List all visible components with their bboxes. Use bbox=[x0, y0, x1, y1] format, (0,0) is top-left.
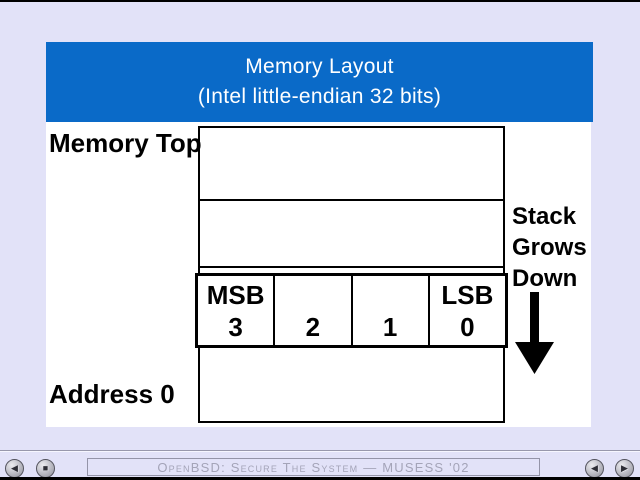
window-top-edge bbox=[0, 0, 640, 2]
byte-cell-tag: LSB bbox=[441, 279, 494, 310]
skip-back-icon: ◀ bbox=[11, 463, 18, 473]
byte-cell-0: LSB 0 bbox=[427, 276, 505, 345]
prev-slide-icon: ◀ bbox=[591, 463, 598, 473]
stop-button[interactable]: ■ bbox=[36, 459, 55, 478]
byte-cell-number: 0 bbox=[460, 311, 475, 342]
byte-cell-number: 2 bbox=[305, 311, 321, 342]
stack-grows-down-label: Stack Grows Down bbox=[512, 203, 587, 292]
byte-cell-number: 1 bbox=[382, 311, 398, 342]
byte-cell-tag: MSB bbox=[206, 279, 265, 310]
slide-subtitle: (Intel little-endian 32 bits) bbox=[197, 85, 442, 108]
memory-row-divider-1 bbox=[198, 199, 505, 201]
byte-order-row: MSB 3 2 1 LSB 0 bbox=[195, 273, 508, 348]
footer-separator-highlight bbox=[0, 451, 640, 452]
down-arrow-icon bbox=[515, 292, 554, 374]
byte-cell-3: MSB 3 bbox=[198, 276, 273, 345]
byte-cell-1: 1 bbox=[350, 276, 428, 345]
address-zero-label: Address 0 bbox=[49, 379, 175, 409]
status-bar: OpenBSD: Secure The System — MUSESS '02 bbox=[87, 458, 540, 476]
memory-top-label: Memory Top bbox=[49, 128, 202, 158]
byte-cell-number: 3 bbox=[228, 311, 243, 342]
window-bottom-edge bbox=[0, 477, 640, 480]
footer-separator bbox=[0, 450, 640, 451]
stop-icon: ■ bbox=[42, 463, 49, 473]
prev-slide-button[interactable]: ◀ bbox=[585, 459, 604, 478]
slide-title-bar: Memory Layout (Intel little-endian 32 bi… bbox=[46, 42, 593, 122]
status-text: OpenBSD: Secure The System — MUSESS '02 bbox=[157, 459, 470, 475]
slide-title: Memory Layout bbox=[245, 55, 394, 78]
next-slide-button[interactable]: ▶ bbox=[615, 459, 634, 478]
byte-cell-2: 2 bbox=[273, 276, 350, 345]
skip-back-button[interactable]: ◀ bbox=[5, 459, 24, 478]
next-slide-icon: ▶ bbox=[621, 463, 628, 473]
memory-row-divider-2 bbox=[198, 266, 505, 268]
